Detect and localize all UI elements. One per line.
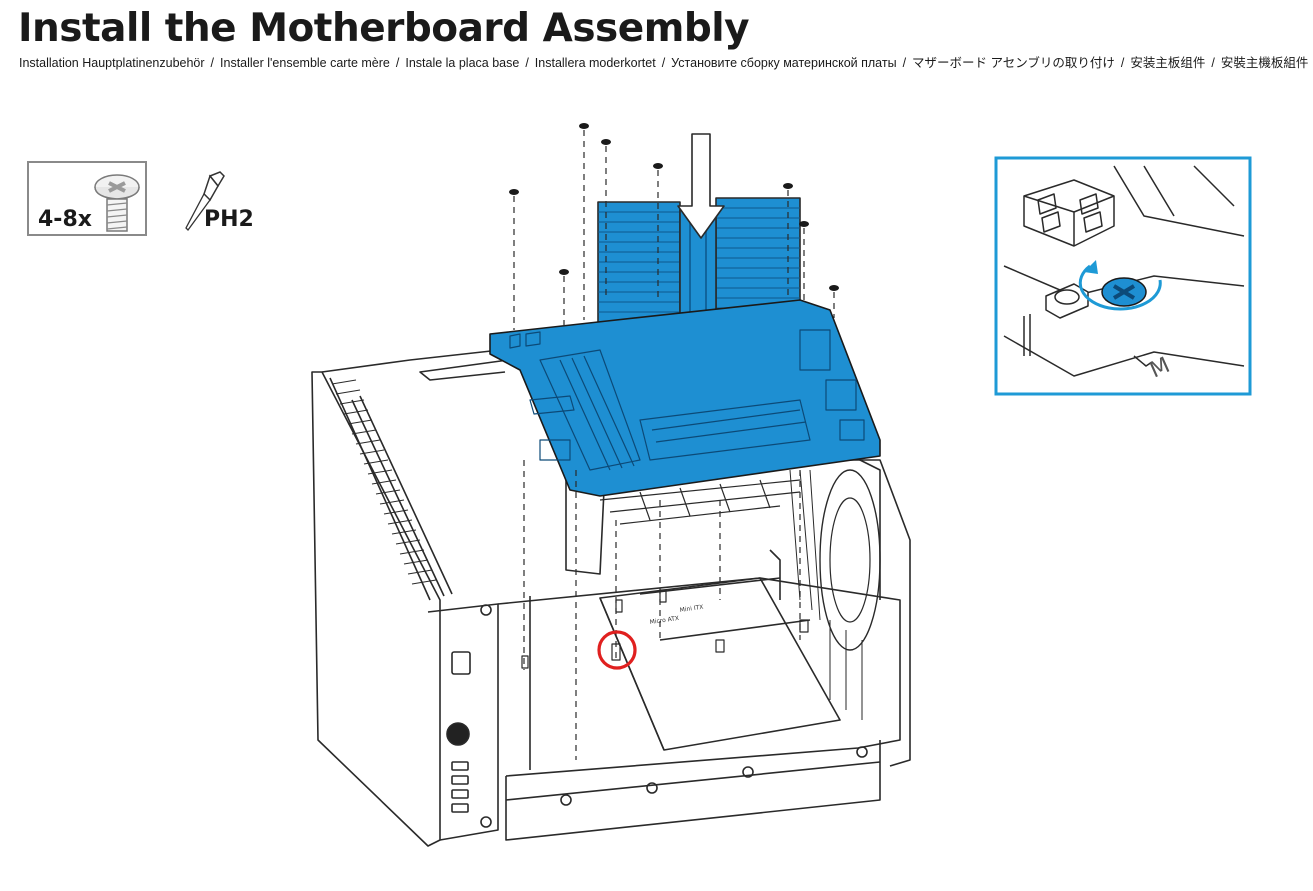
detail-inset: M [994,156,1252,396]
translated-subtitles: Installation Hauptplatinenzubehör/Instal… [19,56,1309,70]
screwdriver-icon [185,171,225,231]
translation-fr: Installer l'ensemble carte mère [220,56,390,70]
translation-es: Instale la placa base [405,56,520,70]
tool-label: PH2 [204,207,254,232]
screw-quantity: 4-8x [38,207,92,232]
translation-sv: Installera moderkortet [534,56,656,70]
highlight-circle [597,630,637,670]
board-label-micro-atx: Micro ATX [649,615,679,626]
screw-parts-box: 4-8x [27,161,147,236]
translation-zh-cn: 安装主板组件 [1130,56,1206,70]
translation-zh-tw: 安裝主機板組件 [1220,56,1309,70]
translation-de: Installation Hauptplatinenzubehör [19,56,205,70]
translation-ru: Установите сборку материнской платы [671,56,897,70]
screw-icon [94,174,140,232]
translation-ja: マザーボード アセンブリの取り付け [912,56,1115,70]
page-title: Install the Motherboard Assembly [18,6,750,51]
board-label-mini-itx: Mini ITX [679,604,704,614]
